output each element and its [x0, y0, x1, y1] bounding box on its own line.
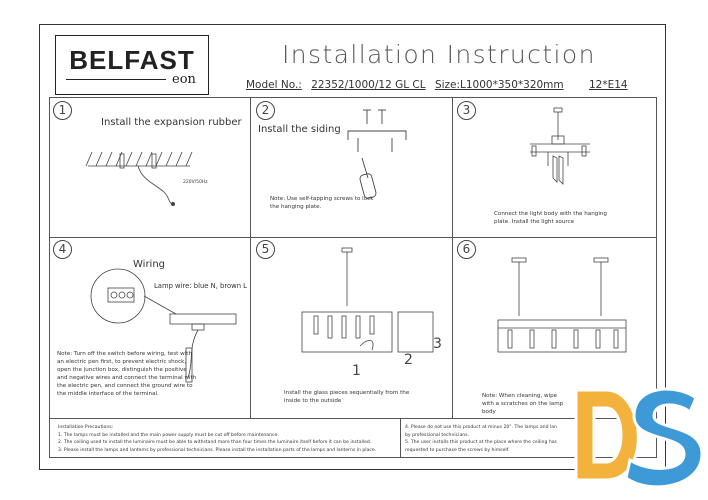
grid-line [49, 457, 657, 459]
logo-underline [66, 79, 166, 81]
model-value: 22352/1000/12 GL CL [311, 79, 426, 91]
logo-sub: eon [172, 72, 196, 87]
size-value: L1000*350*320mm [460, 79, 564, 91]
step-2-number: 2 [256, 101, 275, 120]
precaution-5: 5. The user installs this product at the… [405, 440, 557, 446]
step-4-wiring-diagram [90, 268, 237, 383]
ds-watermark-logo [574, 387, 704, 489]
grid-line [49, 97, 51, 457]
glass-piece-3: 3 [433, 336, 442, 352]
step-6-illustration [497, 257, 627, 353]
precaution-1: 1. The lamps must be installed and the m… [58, 432, 279, 438]
step-3-caption: Connect the light body with the hanging … [494, 211, 607, 225]
step-3-chandelier [530, 107, 590, 185]
step-4-title: Wiring [133, 259, 166, 270]
grid-line [49, 97, 657, 99]
step-6-note: Note: When cleaning, wipe with a scratch… [482, 393, 564, 415]
glass-piece-2: 2 [404, 352, 413, 368]
step-6-number: 6 [457, 240, 476, 259]
grid-line [400, 418, 402, 457]
precautions-left: Installation Precautions: 1. The lamps m… [58, 424, 376, 454]
glass-piece-1: 1 [352, 363, 361, 379]
step-1-title: Install the expansion rubber [101, 117, 242, 128]
step-4-lamp-wire: Lamp wire: blue N, brown L [154, 282, 247, 290]
precaution-4: 4. Please do not use this product at min… [405, 425, 557, 430]
step-3-number: 3 [457, 101, 476, 120]
grid-line [49, 237, 657, 239]
precautions-right: 4. Please do not use this product at min… [405, 424, 557, 454]
page-title: Installation Instruction [282, 40, 596, 69]
size-label: Size: [434, 79, 461, 91]
grid-line [656, 97, 658, 457]
step-1-number: 1 [53, 101, 72, 120]
step-4-number: 4 [53, 240, 72, 259]
step-5-number: 5 [256, 240, 275, 259]
grid-line [49, 418, 657, 420]
precaution-2: 2. The ceiling used to install the lumin… [58, 440, 372, 446]
precautions-heading: Installation Precautions: [58, 425, 114, 430]
step-2-title: Install the siding [258, 124, 341, 135]
bulb-qty: 12*E14 [589, 79, 628, 91]
model-row: Model No.: 22352/1000/12 GL CL Size:L100… [246, 79, 634, 91]
logo-brand: BELFAST [69, 45, 195, 75]
precaution-5-cont: requested to purchase the screws by hims… [405, 447, 510, 453]
grid-line [250, 97, 252, 418]
step-1-voltage: 220V/50Hz [183, 180, 208, 185]
step-2-note: Note: Use self-tapping screws to lock th… [270, 196, 374, 210]
model-label: Model No.: [246, 79, 302, 91]
step-2-illustration [347, 109, 407, 199]
brand-logo: BELFAST eon [55, 35, 209, 95]
step-1-illustration [85, 151, 193, 206]
instruction-sheet [39, 24, 666, 470]
step-4-note: Note: Turn off the switch before wiring,… [57, 351, 197, 397]
grid-line [452, 97, 454, 418]
step-5-caption: Install the glass pieces sequentially fr… [284, 390, 410, 404]
precaution-3: 3. Please install the lamps and lanterns… [58, 447, 377, 453]
precaution-4-cont: by professional technicians. [405, 432, 470, 438]
step-5-illustration [301, 247, 434, 353]
